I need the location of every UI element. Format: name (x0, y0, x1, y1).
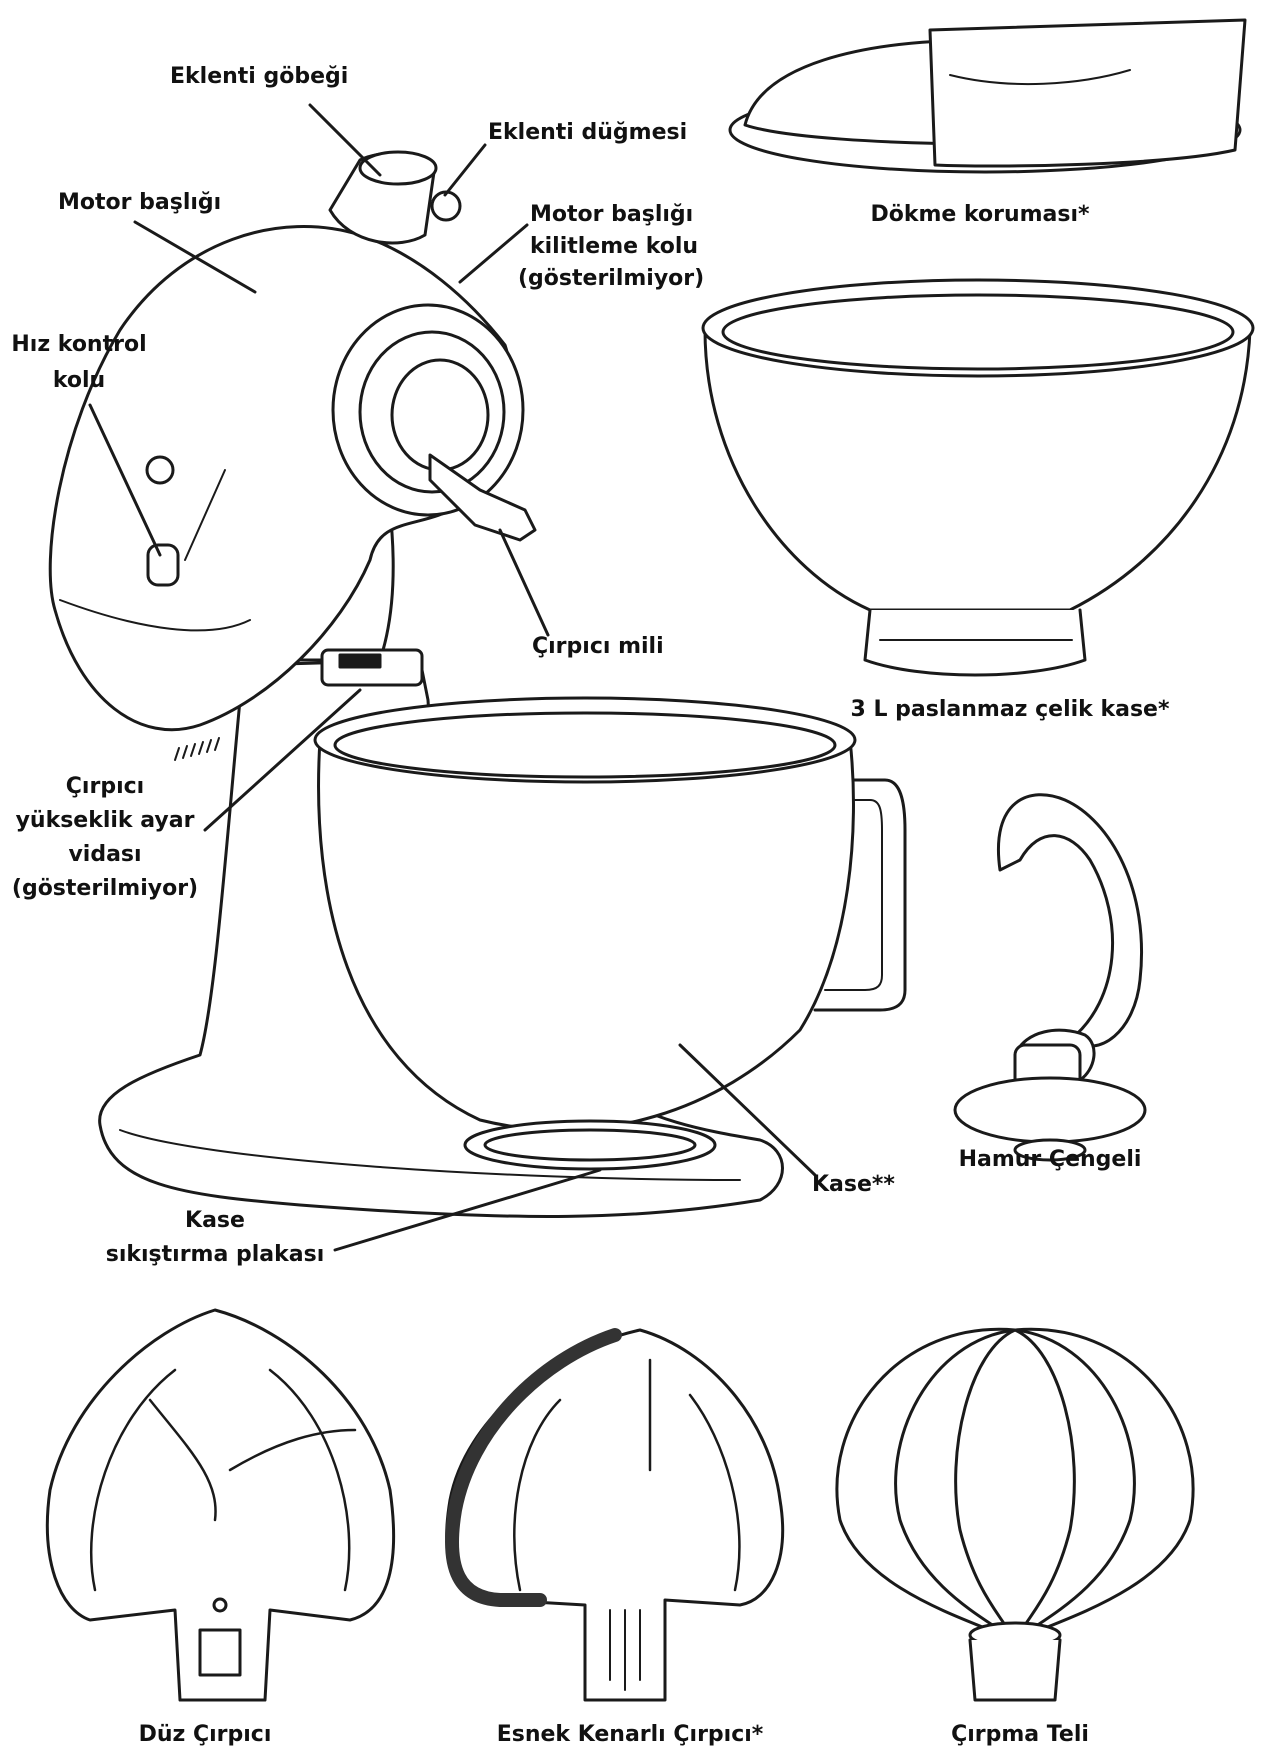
steel-bowl-illustration (701, 278, 1255, 677)
label-speed-control-lever-line1: Hız kontrol (11, 332, 147, 357)
dough-hook-plate (953, 1076, 1147, 1144)
pouring-shield-illustration (728, 18, 1247, 174)
label-bowl-clamping-plate-line1: Kase (185, 1208, 245, 1233)
flex-edge-beater-frame (445, 1328, 785, 1702)
flat-beater-hole (212, 1597, 228, 1613)
leader-beater-shaft (498, 528, 550, 637)
stand-mixer-illustration (48, 150, 907, 1218)
leader-bowl (678, 1043, 817, 1177)
beater-shaft-shape (428, 453, 537, 542)
leader-motor-head (133, 220, 257, 294)
label-wire-whip: Çırpma Teli (951, 1722, 1089, 1747)
label-beater-shaft: Çırpıcı mili (532, 634, 664, 659)
label-beater-height-screw-line3: vidası (68, 842, 142, 867)
mixer-vents (174, 737, 220, 761)
motor-head-band (59, 599, 251, 632)
pouring-shield-chute (928, 18, 1247, 168)
label-beater-height-screw-line1: Çırpıcı (65, 774, 145, 799)
leader-clamping-plate (333, 1168, 602, 1252)
leader-motor-head-lock (458, 223, 529, 284)
label-motor-head-lock-lever-line1: Motor başlığı (530, 202, 694, 227)
label-dough-hook: Hamur Çengeli (958, 1147, 1142, 1172)
dough-hook-curve (997, 793, 1143, 1048)
dough-hook-illustration (953, 793, 1147, 1162)
mixer-base-highlight (119, 1129, 741, 1181)
label-beater-height-screw-line2: yükseklik ayar (15, 808, 195, 833)
flat-beater-socket (198, 1628, 242, 1677)
label-speed-control-lever-line2: kolu (52, 368, 106, 393)
flat-beater-illustration (45, 1308, 396, 1702)
flex-edge-strip (445, 1328, 622, 1607)
steel-bowl-rim (701, 278, 1255, 378)
label-flex-edge-beater: Esnek Kenarlı Çırpıcı* (496, 1722, 764, 1747)
leader-height-screw (203, 688, 362, 832)
wire-whip-loop-6 (1013, 1328, 1076, 1632)
speed-scale (184, 469, 226, 561)
flex-edge-beater-socket (609, 1609, 641, 1691)
label-beater-height-screw-line4: (gösterilmiyor) (11, 876, 199, 901)
wire-whip-illustration (835, 1327, 1195, 1702)
wire-whip-socket (968, 1638, 1062, 1702)
label-pouring-shield: Dökme koruması* (870, 202, 1090, 227)
bowl-clamping-plate-shape (463, 1119, 717, 1171)
leader-attachment-hub (308, 103, 382, 177)
leader-lines (88, 103, 817, 1252)
label-flat-beater: Düz Çırpıcı (138, 1722, 272, 1747)
motor-head-screw (145, 455, 175, 485)
height-adjust-slot (338, 653, 382, 669)
flex-edge-beater-illustration (445, 1328, 785, 1702)
wire-whip-loop-2 (1013, 1327, 1195, 1632)
steel-bowl-foot (863, 608, 1087, 677)
label-steel-bowl-3l: 3 L paslanmaz çelik kase* (850, 697, 1170, 722)
leader-attachment-knob (443, 143, 487, 197)
pouring-shield-chute-fold (949, 69, 1131, 86)
bowl-clamping-plate-inner (483, 1128, 697, 1162)
label-attachment-hub: Eklenti göbeği (170, 64, 349, 89)
speed-control-lever-shape (146, 543, 180, 587)
leader-speed-lever (88, 403, 162, 557)
attachment-knob-shape (430, 190, 462, 222)
dough-hook-base (1013, 1138, 1087, 1162)
steel-bowl-rim-inner (721, 293, 1235, 371)
label-bowl: Kase** (812, 1172, 895, 1197)
label-attachment-knob: Eklenti düğmesi (488, 120, 688, 145)
bowl-handle-inner (824, 799, 883, 991)
label-motor-head-lock-lever-line3: (gösterilmiyor) (518, 266, 705, 291)
wire-whip-loop-4 (1013, 1328, 1136, 1632)
flex-edge-beater-inner (513, 1358, 741, 1592)
label-motor-head: Motor başlığı (58, 190, 222, 215)
flat-beater-inner (89, 1368, 357, 1592)
bowl-rim-outer (313, 696, 857, 784)
bowl-rim-inner (333, 711, 837, 779)
label-motor-head-lock-lever-line2: kilitleme kolu (530, 234, 699, 259)
wire-whip-loop-3 (894, 1328, 1017, 1632)
wire-whip-loop-5 (954, 1328, 1017, 1632)
label-bowl-clamping-plate-line2: sıkıştırma plakası (105, 1242, 325, 1267)
motor-head-front-ring-inner (358, 330, 506, 494)
wire-whip-loop-1 (835, 1327, 1017, 1632)
